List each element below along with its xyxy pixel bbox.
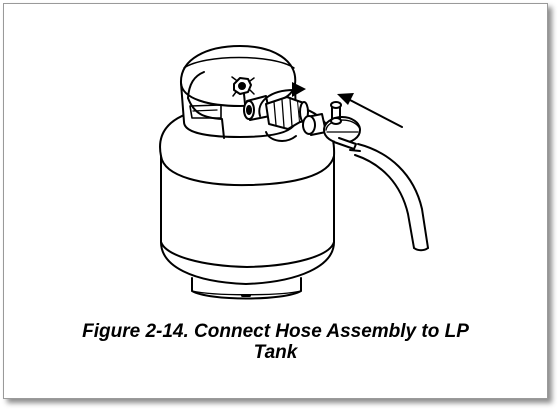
regulator	[302, 101, 361, 152]
valve-handwheel	[231, 76, 255, 105]
valve-outlet	[243, 95, 271, 121]
rotation-arrow-icon	[258, 82, 306, 142]
caption-line-2: Tank	[253, 342, 298, 363]
gas-hose	[354, 143, 429, 252]
caption-line-1: Figure 2-14. Connect Hose Assembly to LP	[82, 321, 469, 342]
push-arrow-icon	[337, 93, 403, 128]
figure-frame: Figure 2-14. Connect Hose Assembly to LP…	[3, 3, 548, 399]
tank-body	[159, 101, 336, 300]
figure-caption: Figure 2-14. Connect Hose Assembly to LP…	[4, 321, 547, 363]
lp-tank-hose-connection-icon	[159, 45, 429, 300]
